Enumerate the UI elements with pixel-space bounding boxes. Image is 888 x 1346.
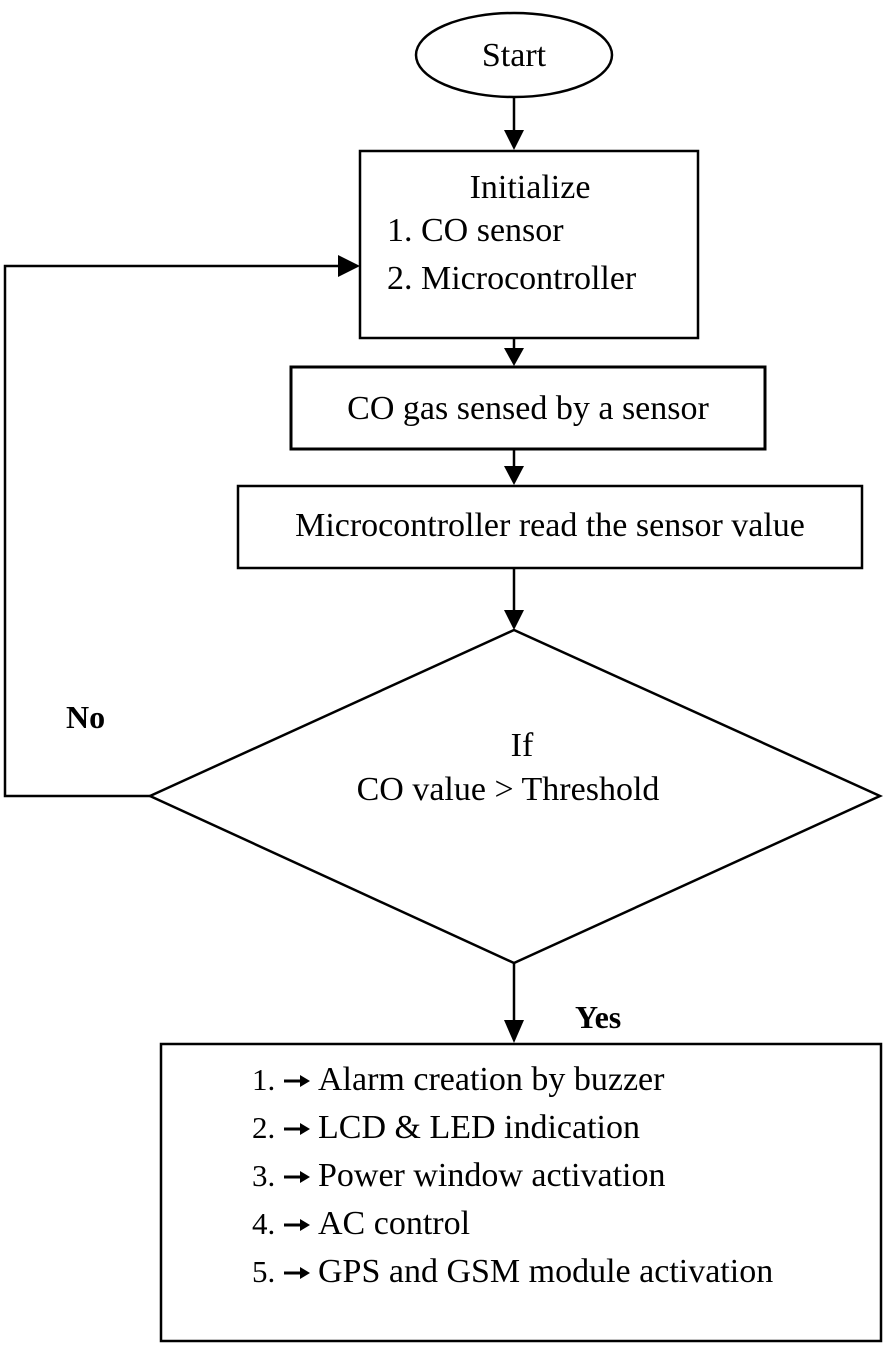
action-item: 2. LCD & LED indication xyxy=(252,1109,640,1146)
connector-sense-read xyxy=(504,449,524,485)
initialize-box: Initialize 1. CO sensor 2. Microcontroll… xyxy=(358,149,700,340)
arrow-right-icon xyxy=(284,1267,310,1279)
read-box: Microcontroller read the sensor value xyxy=(236,484,864,570)
connector-read-decision xyxy=(504,568,524,630)
arrow-right-icon xyxy=(284,1171,310,1183)
action-text: LCD & LED indication xyxy=(318,1109,640,1146)
action-item: 1. Alarm creation by buzzer xyxy=(252,1061,665,1098)
connector-no-loop xyxy=(3,255,360,798)
initialize-item: 1. CO sensor xyxy=(387,212,564,249)
connector-start-init xyxy=(504,97,524,150)
connector-init-sense xyxy=(504,338,524,366)
connector-yes xyxy=(504,963,524,1043)
decision-line1: If xyxy=(511,727,534,764)
initialize-item: 2. Microcontroller xyxy=(387,260,637,297)
action-list: 1. Alarm creation by buzzer 2. LCD & LED… xyxy=(252,1061,773,1290)
start-label: Start xyxy=(482,37,547,74)
action-number: 3. xyxy=(252,1158,275,1193)
sense-label: CO gas sensed by a sensor xyxy=(347,390,709,427)
action-number: 5. xyxy=(252,1254,275,1289)
arrow-right-icon xyxy=(284,1075,310,1087)
action-item: 3. Power window activation xyxy=(252,1157,666,1194)
action-text: AC control xyxy=(318,1205,470,1242)
action-item: 5. GPS and GSM module activation xyxy=(252,1253,773,1290)
no-branch-label: No xyxy=(66,699,105,735)
actions-box xyxy=(159,1042,883,1343)
initialize-title: Initialize xyxy=(470,169,591,206)
action-text: Power window activation xyxy=(318,1157,666,1194)
action-number: 4. xyxy=(252,1206,275,1241)
action-number: 2. xyxy=(252,1110,275,1145)
decision-line2: CO value > Threshold xyxy=(357,771,660,808)
sense-box: CO gas sensed by a sensor xyxy=(289,365,767,451)
yes-branch-label: Yes xyxy=(575,999,621,1035)
action-number: 1. xyxy=(252,1062,275,1097)
start-node: Start xyxy=(414,11,614,99)
decision-diamond: If CO value > Threshold xyxy=(146,628,884,965)
action-text: Alarm creation by buzzer xyxy=(318,1061,665,1098)
arrow-right-icon xyxy=(284,1123,310,1135)
read-label: Microcontroller read the sensor value xyxy=(295,507,805,544)
action-text: GPS and GSM module activation xyxy=(318,1253,773,1290)
arrow-right-icon xyxy=(284,1219,310,1231)
action-item: 4. AC control xyxy=(252,1205,470,1242)
